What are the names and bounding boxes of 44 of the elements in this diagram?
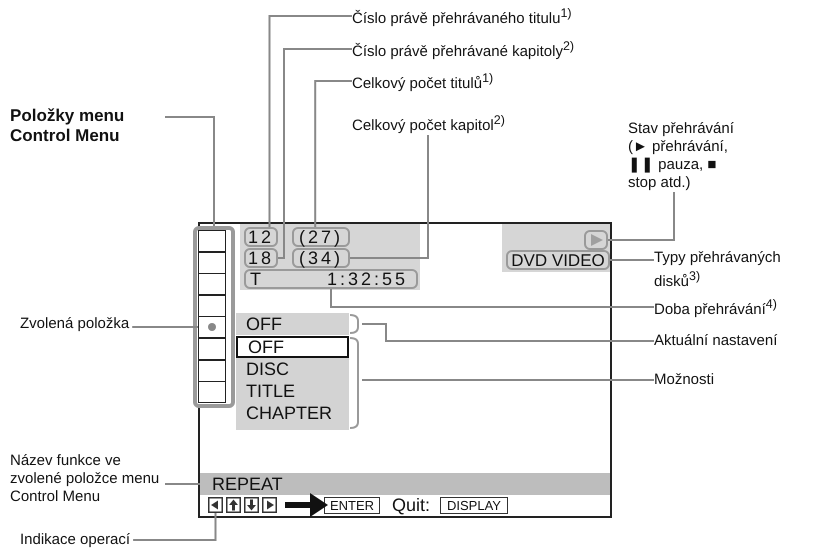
leader-line xyxy=(133,513,216,541)
leader-line xyxy=(350,135,429,259)
leader-line xyxy=(608,192,675,241)
time-display xyxy=(244,269,418,289)
leader-line xyxy=(314,80,352,227)
leader-line xyxy=(165,483,200,485)
options-list xyxy=(236,336,362,430)
enter-key: ENTER xyxy=(324,497,380,514)
option-item: TITLE xyxy=(236,380,349,402)
callout-text: Celkový počet titulů$^{1)}$ xyxy=(352,69,494,93)
callout-text: Název funkce ve zvolené položce menu Control Menu xyxy=(10,452,165,506)
menu-icon-column xyxy=(193,226,235,408)
callout-text: Indikace operací xyxy=(20,531,130,549)
leader-line xyxy=(165,116,215,226)
leader-line xyxy=(278,48,352,259)
leader-line xyxy=(132,326,198,328)
arrow-keys-icon xyxy=(208,497,277,513)
callout-text: Typy přehrávaných disků$^{3)}$ xyxy=(654,249,819,291)
callout-text: Celkový počet kapitol$^{2)}$ xyxy=(352,111,505,135)
display-key: DISPLAY xyxy=(440,497,508,514)
callout-text: Zvolená položka xyxy=(20,315,130,333)
callout-heading: Položky menu Control Menu xyxy=(10,106,165,146)
callout-text: Číslo právě přehrávaného titulu$^{1)}$ xyxy=(352,4,572,28)
option-item: OFF xyxy=(236,336,349,358)
disc-type-readout: DVD VIDEO xyxy=(506,250,610,270)
callout-text: Možnosti xyxy=(654,371,714,389)
leader-line xyxy=(362,379,654,381)
function-name-bar: REPEAT xyxy=(200,473,610,495)
option-item: CHAPTER xyxy=(236,402,349,424)
callout-text: Stav přehrávání (► přehrávání, ❚❚ pauza, ■ stop atd.) xyxy=(628,120,743,192)
display-text: 1:32:55 xyxy=(326,270,408,288)
leader-line xyxy=(610,259,654,261)
arrow xyxy=(285,493,328,517)
leader-line xyxy=(362,323,654,342)
selected-menu-cell xyxy=(198,316,226,338)
callout-text: Doba přehrávání$^{4)}$ xyxy=(654,295,777,319)
current-setting: OFF xyxy=(236,313,362,335)
callout-text: Číslo právě přehrávané kapitoly$^{2)}$ xyxy=(352,37,574,61)
option-item: DISC xyxy=(236,358,349,380)
leader-line xyxy=(268,15,352,227)
display-text: T xyxy=(250,270,264,288)
callout-text: Aktuální nastavení xyxy=(654,332,778,350)
leader-line xyxy=(330,289,654,308)
key-caption: Quit: xyxy=(392,495,430,516)
